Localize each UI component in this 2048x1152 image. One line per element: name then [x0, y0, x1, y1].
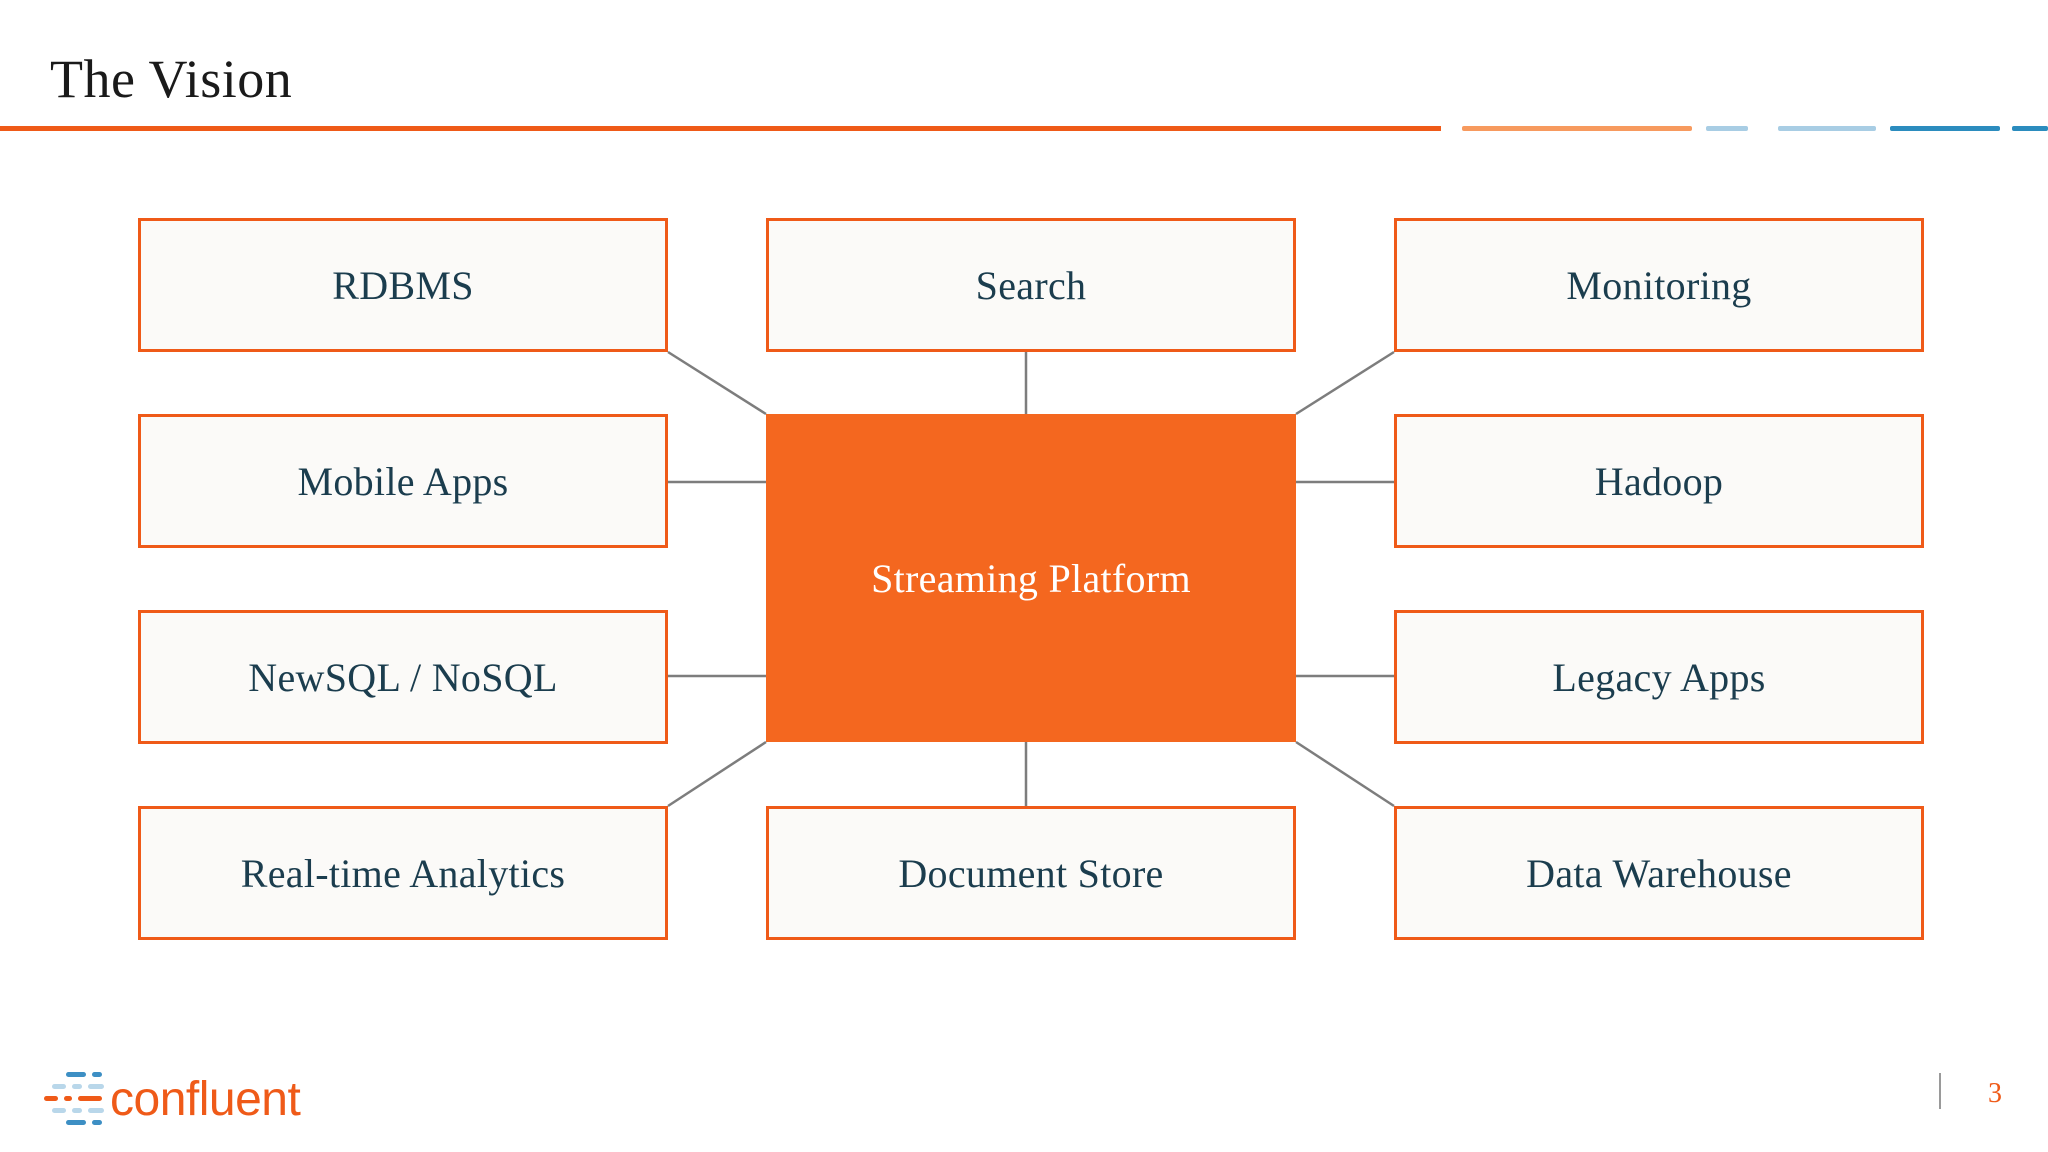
hub-node-label: Streaming Platform: [871, 555, 1191, 601]
hub-node-streaming-platform[interactable]: Streaming Platform: [766, 414, 1296, 742]
node-rdbms[interactable]: RDBMS: [138, 218, 668, 352]
dash-light-blue-long: [1778, 126, 1876, 131]
node-monitoring[interactable]: Monitoring: [1394, 218, 1924, 352]
dash-light-blue-short: [1706, 126, 1748, 131]
node-legacy-apps[interactable]: Legacy Apps: [1394, 610, 1924, 744]
node-data-warehouse[interactable]: Data Warehouse: [1394, 806, 1924, 940]
node-mobile-apps[interactable]: Mobile Apps: [138, 414, 668, 548]
page-title: The Vision: [50, 49, 293, 109]
node-newsql-nosql[interactable]: NewSQL / NoSQL: [138, 610, 668, 744]
node-real-time-analytics[interactable]: Real-time Analytics: [138, 806, 668, 940]
node-search[interactable]: Search: [766, 218, 1296, 352]
node-label-hadoop: Hadoop: [1594, 458, 1724, 504]
node-label-rdbms: RDBMS: [332, 262, 474, 308]
node-label-newsql-nosql: NewSQL / NoSQL: [248, 654, 558, 700]
node-document-store[interactable]: Document Store: [766, 806, 1296, 940]
confluent-wordmark: confluent: [110, 1073, 300, 1126]
node-label-legacy-apps: Legacy Apps: [1552, 654, 1766, 700]
confluent-logo-icon: [44, 1072, 104, 1125]
page-number: 3: [1988, 1078, 2002, 1109]
confluent-logo: confluent: [44, 1068, 314, 1130]
dash-blue-short: [2012, 126, 2048, 131]
node-label-real-time-analytics: Real-time Analytics: [240, 850, 566, 896]
node-label-search: Search: [975, 262, 1087, 308]
node-label-document-store: Document Store: [898, 850, 1164, 896]
dash-light-orange: [1462, 126, 1692, 131]
footer-divider: [1939, 1073, 1941, 1109]
dash-blue-long: [1890, 126, 2000, 131]
header-rule: [0, 126, 1441, 131]
node-label-data-warehouse: Data Warehouse: [1526, 850, 1792, 896]
node-label-mobile-apps: Mobile Apps: [297, 458, 509, 504]
node-hadoop[interactable]: Hadoop: [1394, 414, 1924, 548]
node-label-monitoring: Monitoring: [1566, 262, 1752, 308]
